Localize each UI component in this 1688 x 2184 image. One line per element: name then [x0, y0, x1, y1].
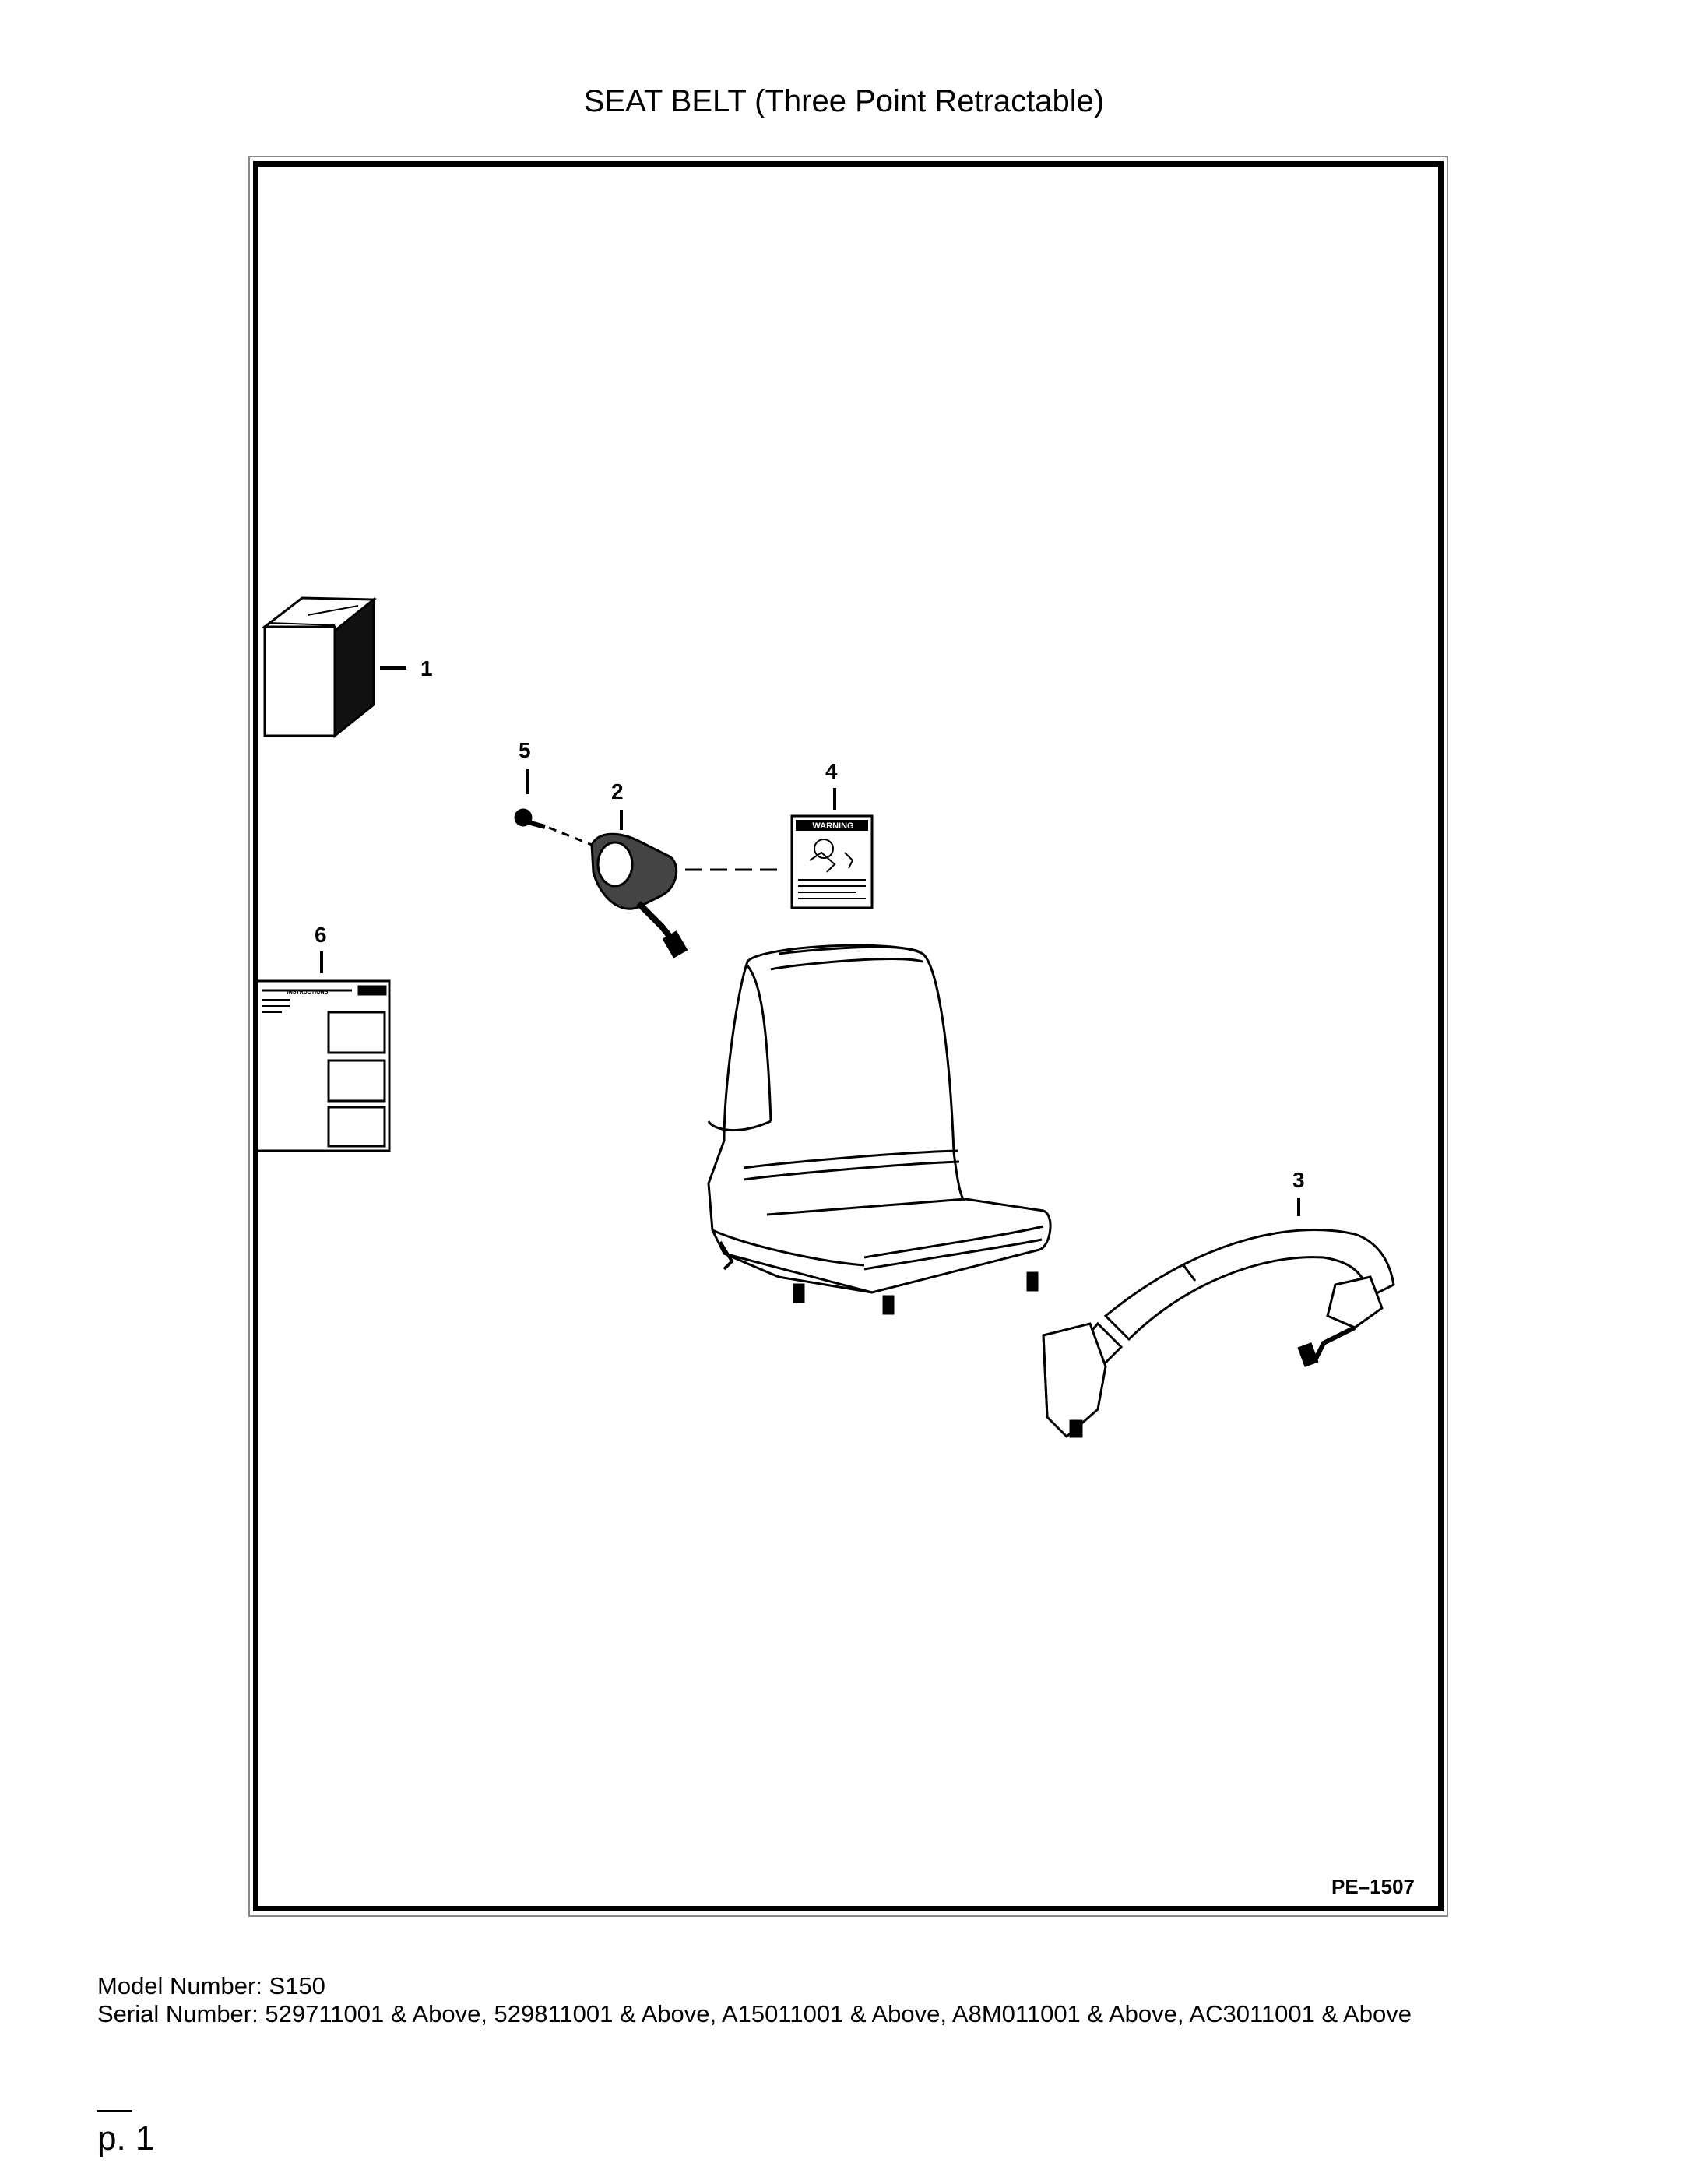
- page-number: p. 1: [97, 2119, 155, 2158]
- callout-1: 1: [420, 656, 433, 681]
- part-1-manual: [261, 596, 378, 739]
- callout-6: 6: [315, 923, 327, 947]
- figure-id: PE–1507: [1331, 1875, 1415, 1898]
- part-4-warning-decal: 4 WARNING: [790, 759, 874, 909]
- part-2-retractor: 2: [590, 779, 688, 958]
- part-6-instruction-decal: 6 INSTRUCTIONS: [255, 923, 391, 1152]
- footer: Model Number: S150 Serial Number: 529711…: [97, 1972, 1577, 2028]
- callout-3: 3: [1292, 1168, 1305, 1192]
- model-number: Model Number: S150: [97, 1972, 325, 1999]
- page-title: SEAT BELT (Three Point Retractable): [583, 84, 1105, 118]
- part-5-bolt: 5: [514, 738, 593, 846]
- callout-4: 4: [825, 759, 838, 783]
- page-number-rule: [97, 2110, 132, 2112]
- decal-instructions-label: INSTRUCTIONS: [287, 990, 329, 995]
- seat: [707, 944, 1052, 1315]
- diagram-frame-outer: [248, 156, 1448, 1917]
- decal-warning-label: WARNING: [812, 821, 853, 831]
- serial-number: Serial Number: 529711001 & Above, 529811…: [97, 2000, 1412, 2027]
- callout-5: 5: [519, 738, 531, 762]
- part-3-belt: 3: [1042, 1168, 1395, 1439]
- callout-2: 2: [611, 779, 624, 804]
